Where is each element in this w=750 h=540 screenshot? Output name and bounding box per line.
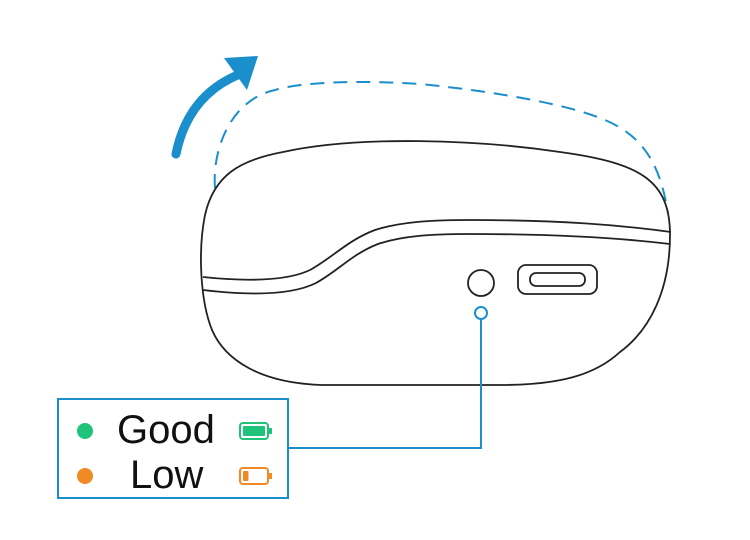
- button-icon: [467, 269, 495, 297]
- battery-full-icon: [239, 422, 272, 440]
- legend-item-low: Low: [59, 453, 287, 497]
- battery-low-icon: [239, 467, 272, 485]
- battery-body: [239, 422, 269, 440]
- legend-label-good: Good: [117, 408, 215, 452]
- open-arrow-icon: [171, 56, 258, 159]
- battery-fill: [243, 426, 265, 436]
- battery-fill: [243, 471, 249, 481]
- led-indicator-icon: [474, 306, 488, 320]
- case-body-outline: [200, 140, 671, 386]
- legend-item-good: Good: [59, 408, 287, 452]
- callout-leader-line: [289, 319, 482, 449]
- battery-body: [239, 467, 269, 485]
- legend-label-low: Low: [130, 453, 204, 497]
- case-seam-lower: [202, 233, 671, 295]
- status-dot-good: [77, 423, 93, 439]
- case-seam-upper: [202, 219, 672, 281]
- usb-c-port-icon: [517, 264, 598, 295]
- status-dot-low: [77, 468, 93, 484]
- battery-legend: Good Low: [57, 398, 289, 499]
- battery-tip: [269, 428, 272, 434]
- open-lid-outline: [213, 81, 669, 215]
- battery-tip: [269, 473, 272, 479]
